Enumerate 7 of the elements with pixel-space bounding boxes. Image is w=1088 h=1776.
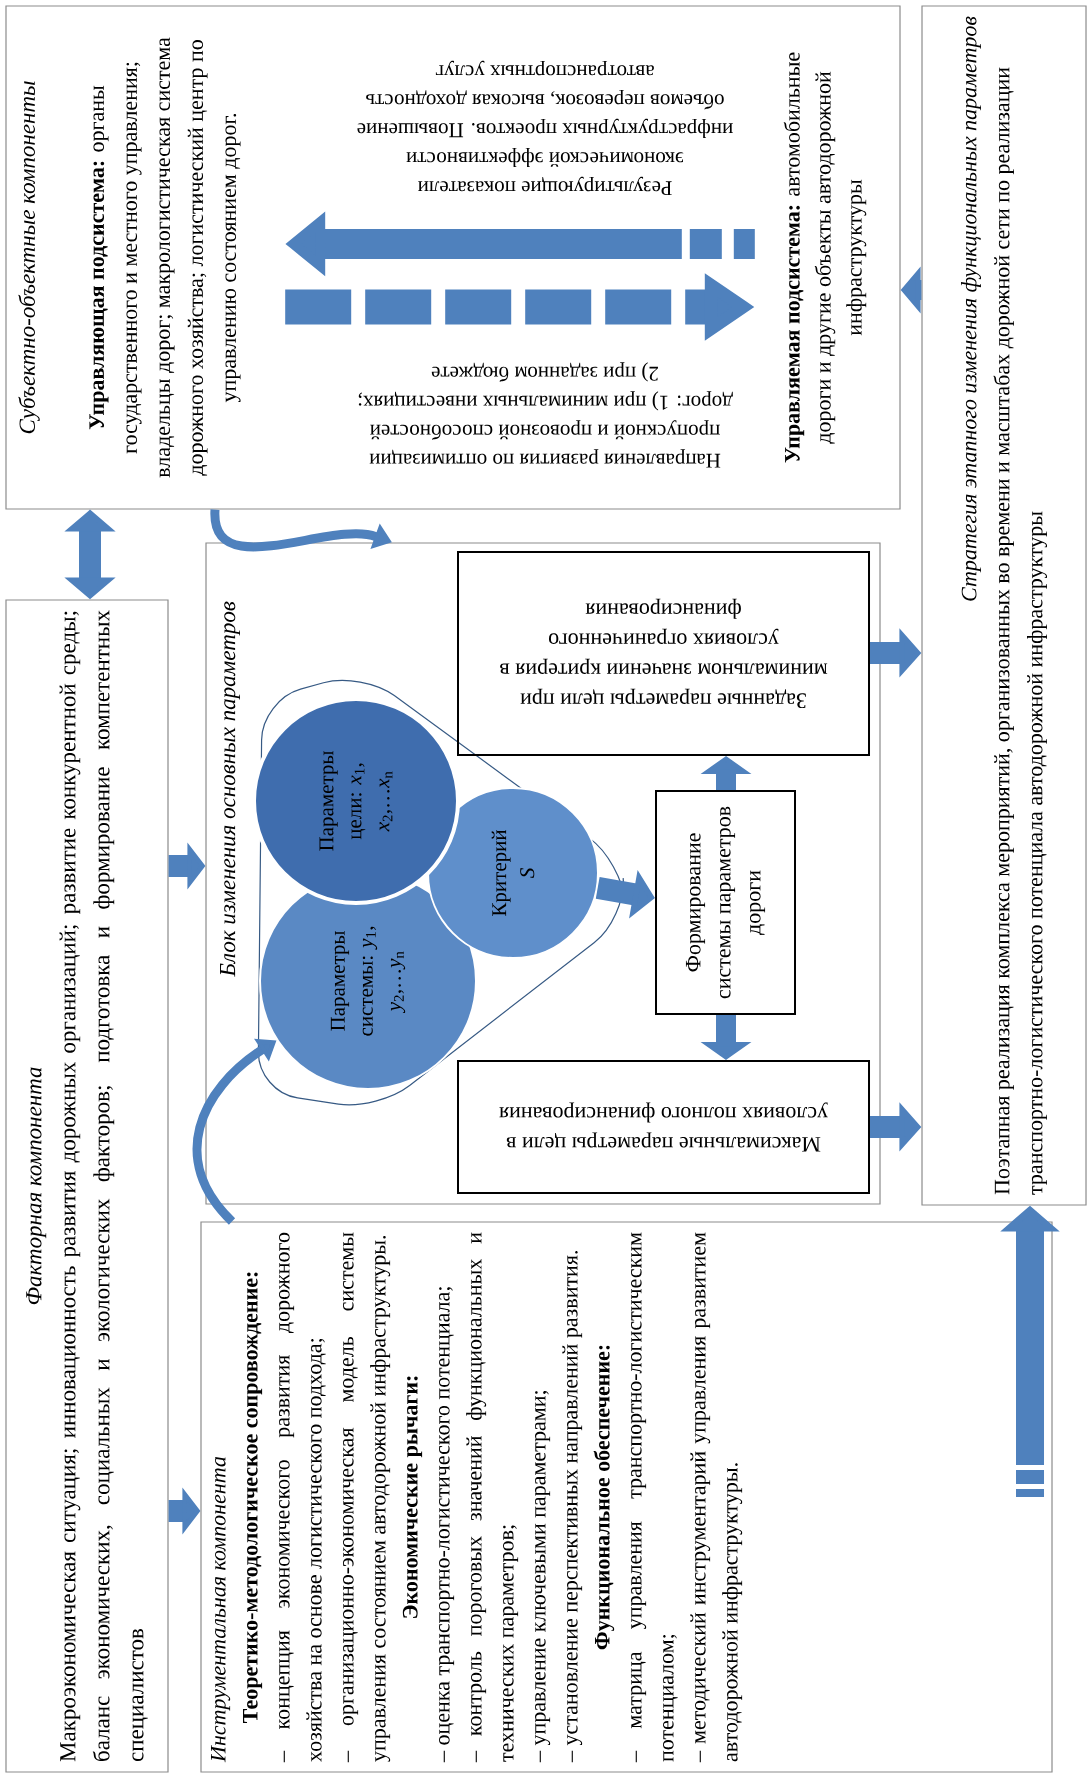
- component-box: Факторная компонента Макроэкономическая ситуация; инновационность развития дорожных организаций; развитие конкурентной среды; баланс экономических, социальных и экологических факторов; подготовка и формирование компетентных специалистов: [5, 599, 169, 1773]
- edge-label: Результирующие показатели экономической эффективности инфраструктурных проектов. Повышение объемов перевозок, высокая доходность автотранспортных услуг: [357, 60, 733, 196]
- process-box: Формирование системы параметров дороги: [655, 790, 796, 1015]
- component-box: Инструментальная компонента Теоретико-методологическое сопровождение: – концепция экономического развития дорожного хозяйства на основе логистического подхода; – организационно-экономическая модель системы управления состоянием автодорожной инфраструктуры. Экономические рычаги: – оценка транспортно-логистического потенциала; – контроль пороговых значений функциональных и технических параметров; – управление ключевыми параметрами; – установление перспективных направлений развития. Функциональное обеспечение: – матрица управления транспортно-логистическим потенциалом; – методический инструментарий управления развитием автодорожной инфраструктуры.: [200, 1221, 1053, 1773]
- edge-label: Направления развития по оптимизации пропускной и провозной способностей дорог: 1) при минимальных инвестициях; 2) при заданном бюджете: [358, 362, 733, 468]
- result-box: Заданные параметры цели при минимальном значении критерия в условиях ограниченного финансирования: [457, 551, 870, 756]
- result-box: Максимальные параметры цели в условиях полного финансирования: [457, 1060, 870, 1194]
